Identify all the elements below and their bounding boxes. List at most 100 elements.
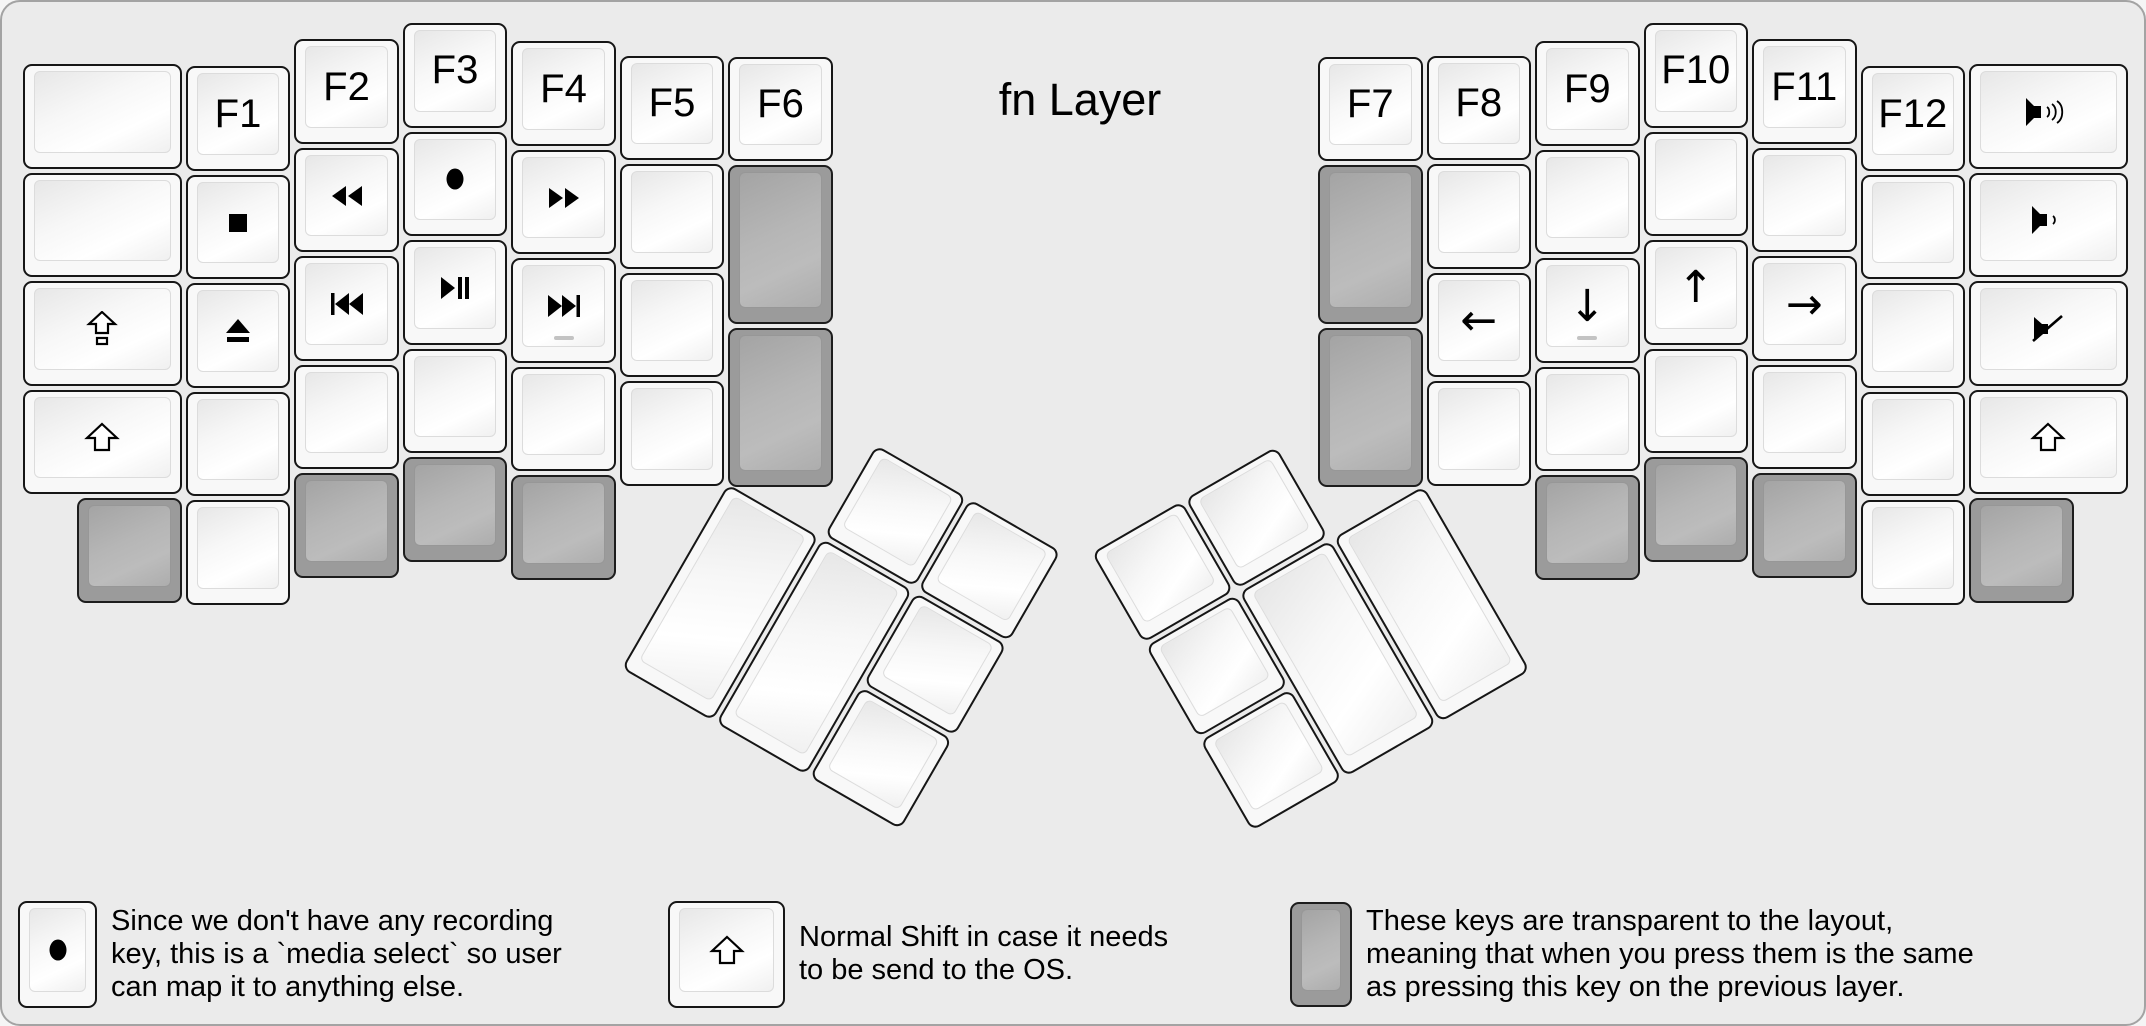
keycap (305, 263, 388, 345)
volume-down-icon (2032, 206, 2057, 235)
key-blank[interactable] (1426, 381, 1531, 486)
key-prev-track[interactable] (294, 256, 399, 361)
key-blank[interactable] (1643, 131, 1748, 236)
key-blank[interactable] (185, 500, 291, 605)
key-blank[interactable] (1752, 364, 1857, 470)
key-transparent[interactable] (294, 473, 399, 578)
key-blank[interactable] (294, 364, 399, 470)
key-blank[interactable] (1752, 147, 1857, 253)
key-blank[interactable] (1535, 366, 1640, 472)
key-transparent[interactable] (1318, 165, 1423, 324)
volume-up-icon (2026, 97, 2064, 126)
keycap: ↓ (1546, 265, 1629, 347)
key-f6[interactable]: F6 (728, 56, 833, 162)
key-f5[interactable]: F5 (619, 55, 725, 161)
key-record[interactable] (18, 900, 97, 1008)
key-f9[interactable]: F9 (1535, 41, 1640, 146)
key-f12[interactable]: F12 (1860, 66, 1965, 171)
key-transparent[interactable] (1752, 473, 1857, 578)
key-f8[interactable]: F8 (1426, 55, 1531, 161)
key-label: F6 (757, 81, 804, 126)
key-label: F1 (214, 91, 262, 136)
key-↑[interactable]: ↑ (1643, 240, 1748, 345)
key-shift[interactable] (23, 389, 182, 495)
key-blank[interactable] (1860, 500, 1965, 605)
caps-lock-icon (86, 310, 119, 346)
key-transparent[interactable] (728, 165, 833, 324)
key-rewind[interactable] (294, 147, 399, 253)
keycap (1980, 288, 2117, 370)
key-fast-forward[interactable] (511, 149, 616, 255)
key-f3[interactable]: F3 (402, 23, 508, 128)
key-blank[interactable] (619, 381, 725, 486)
key-blank[interactable] (1860, 283, 1965, 388)
keycap: F8 (1437, 62, 1520, 145)
keycap (413, 464, 497, 546)
key-volume-down[interactable] (1969, 172, 2128, 278)
key-shift[interactable] (668, 900, 785, 1008)
keycap (1980, 396, 2117, 479)
key-blank[interactable] (23, 172, 182, 278)
key-transparent[interactable] (1318, 327, 1423, 487)
key-f7[interactable]: F7 (1318, 56, 1423, 162)
keycap (1301, 908, 1341, 991)
key-transparent[interactable] (1969, 498, 2074, 603)
key-blank[interactable] (185, 391, 291, 497)
key-blank[interactable] (1643, 348, 1748, 453)
legend-text: These keys are transparent to the layout… (1366, 905, 1974, 1004)
key-play-pause[interactable] (402, 240, 508, 345)
key-f2[interactable]: F2 (294, 39, 399, 144)
key-↓[interactable]: ↓ (1535, 258, 1640, 363)
key-transparent[interactable] (77, 498, 182, 603)
keycap: F10 (1654, 30, 1737, 112)
key-next-track[interactable] (511, 258, 616, 363)
legend-line: meaning that when you press them is the … (1366, 937, 1974, 970)
keycap (1654, 138, 1737, 220)
key-transparent[interactable] (1535, 475, 1640, 580)
key-label: ↓ (1568, 280, 1606, 332)
key-blank[interactable] (23, 64, 182, 169)
keycap (305, 154, 388, 237)
key-→[interactable]: → (1752, 256, 1857, 361)
key-shift[interactable] (1969, 389, 2128, 495)
key-stop[interactable] (185, 174, 291, 280)
keycap (522, 156, 605, 239)
shift-icon (708, 934, 745, 964)
key-←[interactable]: ← (1426, 272, 1531, 378)
key-f10[interactable]: F10 (1643, 23, 1748, 128)
key-blank[interactable] (1860, 174, 1965, 280)
key-blank[interactable] (402, 348, 508, 453)
key-caps-lock[interactable] (23, 281, 182, 386)
keycap (1871, 398, 1954, 481)
keycap (522, 373, 605, 456)
keycap (1329, 334, 1412, 471)
play-pause-icon (441, 276, 469, 299)
key-blank[interactable] (1426, 164, 1531, 269)
keycap (522, 265, 605, 347)
legend-text: Normal Shift in case it needs to be send… (799, 921, 1168, 987)
key-f1[interactable]: F1 (185, 66, 291, 171)
key-transparent[interactable] (728, 327, 833, 487)
key-f4[interactable]: F4 (511, 41, 616, 146)
keycap (1546, 482, 1629, 564)
key-mute[interactable] (1969, 281, 2128, 386)
key-label: F7 (1346, 81, 1394, 126)
keycap (34, 288, 171, 370)
key-blank[interactable] (619, 272, 725, 378)
legend-line: to be send to the OS. (799, 954, 1074, 986)
key-f11[interactable]: F11 (1752, 39, 1857, 144)
key-eject[interactable] (185, 283, 291, 388)
key-transparent[interactable] (1643, 457, 1748, 562)
legend-line: Normal Shift in case it needs (799, 921, 1169, 953)
key-blank[interactable] (1535, 149, 1640, 255)
key-transparent[interactable] (511, 475, 616, 580)
key-transparent[interactable] (402, 457, 508, 562)
keycap (1871, 290, 1954, 372)
key-record[interactable] (402, 131, 508, 236)
key-volume-up[interactable] (1969, 64, 2128, 169)
key-transparent[interactable] (1290, 901, 1352, 1007)
shift-icon (2030, 422, 2067, 452)
key-blank[interactable] (1860, 391, 1965, 497)
key-blank[interactable] (619, 164, 725, 269)
key-blank[interactable] (511, 366, 616, 472)
